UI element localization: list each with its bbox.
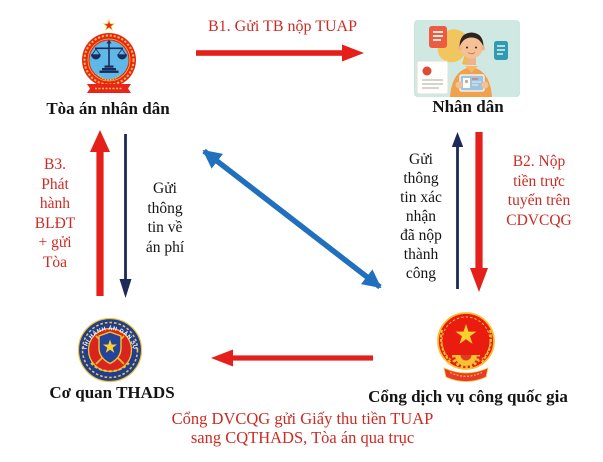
confirm-arrow-up-icon [451, 132, 464, 289]
citizen-illustration-icon [414, 20, 520, 97]
b3-arrow-up-icon [90, 130, 110, 296]
thads-node-label: Cơ quan THADS [49, 383, 175, 402]
b2-flow-label: B2. Nộp tiền trực tuyến trên CDVCQG [506, 153, 572, 229]
confirm-flow-label: Gửi thông tin xác nhận đã nộp thành công [400, 151, 442, 282]
b1-flow-label: B1. Gửi TB nộp TUAP [208, 18, 357, 35]
bottom-note-label: Cổng DVCQG gửi Giấy thu tiền TUAP sang C… [171, 409, 434, 447]
court-node-label: Tòa án nhân dân [46, 99, 170, 118]
people-node-label: Nhân dân [432, 97, 504, 116]
fee-arrow-down-icon [119, 134, 132, 298]
court-emblem-icon [78, 18, 140, 98]
fee-flow-label: Gửi thông tin về án phí [145, 180, 185, 256]
court-portal-link-arrow-icon [191, 138, 393, 300]
b2-arrow-down-icon [470, 132, 488, 292]
portal-to-thads-arrow-left-icon [211, 349, 373, 367]
thads-emblem-icon: THI HÀNH ÁN DÂN SỰ [77, 317, 143, 383]
b3-flow-label: B3. Phát hành BLĐT + gửi Tòa [34, 156, 76, 271]
b1-arrow-right-icon [196, 44, 364, 62]
vietnam-national-emblem-icon [434, 310, 498, 386]
portal-node-label: Cổng dịch vụ công quốc gia [368, 387, 568, 406]
